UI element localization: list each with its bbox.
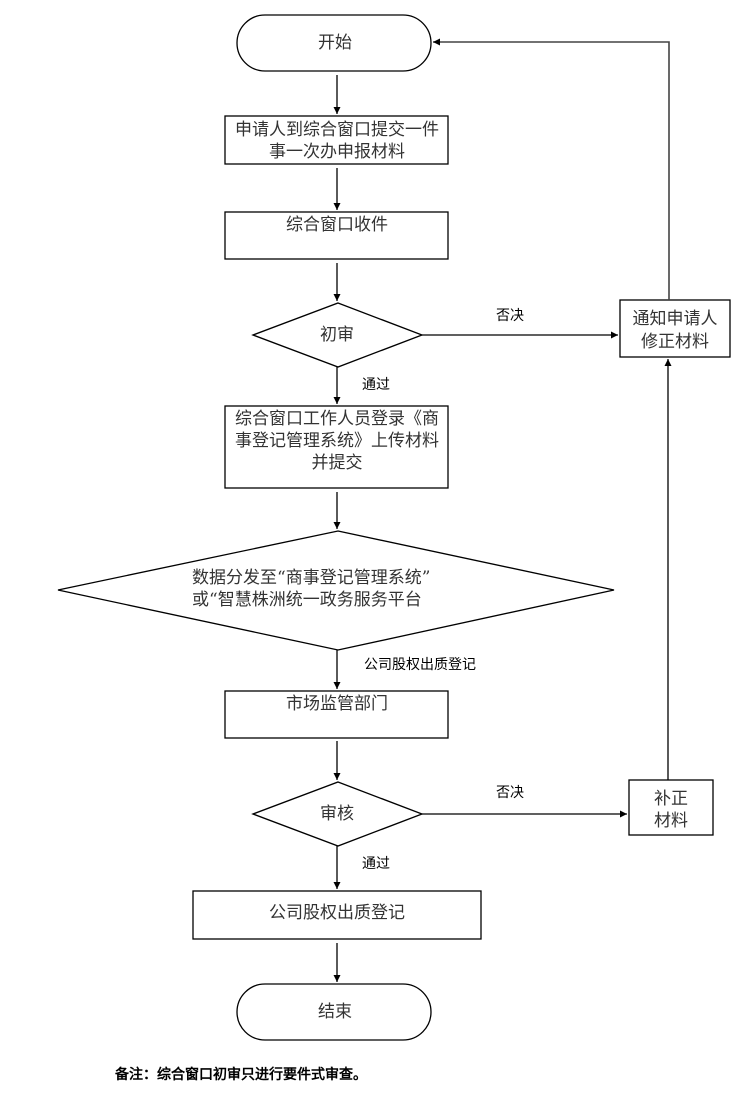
prelim-review-label: 初审 [320,325,354,345]
start-terminal [236,14,432,72]
upload-label-line3: 并提交 [312,453,363,473]
end-terminal [236,983,432,1041]
notify-process-box [619,299,731,358]
distribute-label-line1: 数据分发至“商事登记管理系统” [192,568,430,588]
submit-label-line2: 事一次办申报材料 [269,142,405,162]
notify-label-line2: 修正材料 [641,332,709,352]
receive-process-box [224,211,449,260]
receive-label: 综合窗口收件 [286,215,388,235]
market-dept-label: 市场监管部门 [286,694,388,714]
prelim-pass-label: 通过 [362,377,390,393]
audit-reject-label: 否决 [496,785,524,801]
prelim-reject-label: 否决 [496,308,524,324]
edge-notify-start [433,38,670,300]
notify-label-line1: 通知申请人 [633,309,718,329]
start-label: 开始 [318,33,352,53]
supplement-label-line2: 材料 [654,811,688,831]
end-label: 结束 [318,1002,352,1022]
distribute-edge-label: 公司股权出质登记 [364,657,476,673]
distribute-label-line2: 或“智慧株洲统一政务服务平台 [192,590,422,610]
upload-label-line2: 事登记管理系统》上传材料 [235,431,439,451]
distribute-decision [57,530,615,651]
supplement-label-line1: 补正 [654,789,688,809]
submit-label-line1: 申请人到综合窗口提交一件 [235,120,439,140]
footnote: 备注：综合窗口初审只进行要件式审查。 [115,1067,367,1083]
market-dept-process-box [224,690,449,739]
audit-pass-label: 通过 [362,856,390,872]
upload-process-box [224,405,449,489]
supplement-process-box [628,779,714,836]
upload-label-line1: 综合窗口工作人员登录《商 [235,409,439,429]
audit-label: 审核 [320,804,354,824]
registration-process-box [192,890,482,940]
audit-decision [251,781,424,847]
submit-process-box [224,115,449,165]
registration-label: 公司股权出质登记 [269,903,405,923]
prelim-review-decision [251,302,424,368]
